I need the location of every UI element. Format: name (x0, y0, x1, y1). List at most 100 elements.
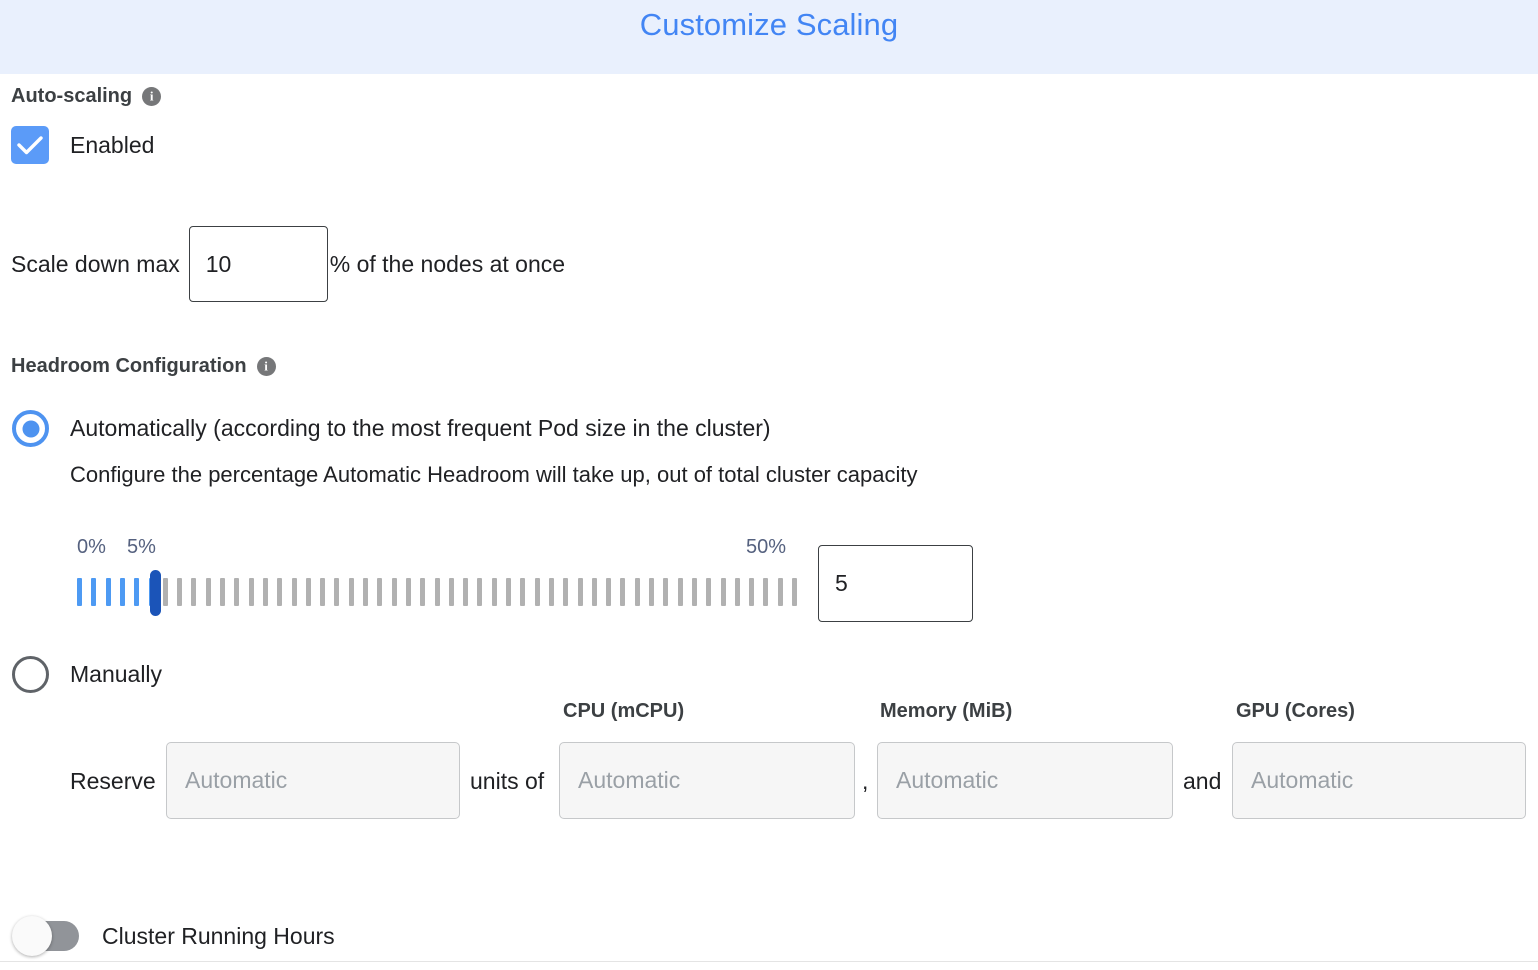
slider-tick (491, 578, 497, 606)
slider-tick (420, 578, 426, 606)
headroom-heading-label: Headroom Configuration (11, 355, 247, 377)
radio-option-manual[interactable]: Manually (12, 656, 162, 693)
info-icon-glyph: i (149, 88, 154, 104)
scale-down-max-label: Scale down max (11, 250, 180, 277)
slider-tick (763, 578, 769, 606)
slider-tick (119, 578, 125, 606)
slider-tick (162, 578, 168, 606)
slider-tick (720, 578, 726, 606)
reserve-gpu-input[interactable]: Automatic (1232, 742, 1526, 819)
slider-tick (248, 578, 254, 606)
auto-scaling-heading-label: Auto-scaling (11, 85, 133, 107)
column-header-memory: Memory (MiB) (880, 700, 1013, 722)
info-icon[interactable]: i (256, 357, 276, 376)
slider-tick (405, 578, 411, 606)
slider-tick (448, 578, 454, 606)
cluster-running-hours-label: Cluster Running Hours (102, 922, 335, 949)
slider-tick (305, 578, 311, 606)
slider-tick (548, 578, 554, 606)
radio-automatic-indicator[interactable] (12, 410, 49, 447)
enabled-label: Enabled (70, 131, 155, 158)
slider-tick (520, 578, 526, 606)
scale-down-max-row: Scale down max 10 % of the nodes at once (11, 226, 565, 302)
reserve-label: Reserve (70, 768, 156, 794)
slider-tick (749, 578, 755, 606)
slider-tick (277, 578, 283, 606)
info-icon-glyph: i (264, 358, 268, 374)
units-of-label: units of (470, 768, 545, 794)
toggle-knob (12, 916, 52, 956)
slider-tick (234, 578, 240, 606)
slider-tick (220, 578, 225, 606)
enabled-checkbox[interactable] (11, 126, 49, 164)
slider-tick (563, 578, 569, 606)
slider-tick (792, 578, 797, 606)
cluster-running-hours-row[interactable]: Cluster Running Hours (12, 916, 335, 956)
slider-tick (706, 578, 712, 606)
radio-manual-indicator[interactable] (12, 656, 49, 693)
slider-tick (291, 578, 297, 606)
slider-tick (205, 578, 211, 606)
column-header-gpu: GPU (Cores) (1236, 700, 1355, 722)
slider-tick (363, 578, 368, 606)
slider-tick (677, 578, 683, 606)
slider-tick (634, 578, 640, 606)
cluster-running-hours-toggle[interactable] (12, 916, 79, 956)
slider-tick (105, 578, 111, 606)
auto-scaling-heading: Auto-scaling i (11, 85, 162, 108)
slider-tick (506, 578, 511, 606)
page-title: Customize Scaling (639, 7, 899, 42)
slider-tick (591, 578, 597, 606)
dialog-header: Customize Scaling (0, 0, 1538, 74)
auto-scaling-enabled-row[interactable]: Enabled (11, 126, 154, 164)
slider-handle[interactable] (149, 570, 161, 616)
slider-tick (663, 578, 669, 606)
slider-tick (134, 578, 140, 606)
reserve-memory-input[interactable]: Automatic (877, 742, 1173, 819)
headroom-percentage-input[interactable]: 5 (818, 545, 973, 622)
radio-manual-label: Manually (70, 661, 163, 687)
bottom-divider (0, 961, 1538, 962)
slider-scale-labels: 0% 5% 50% (77, 536, 812, 562)
slider-tick (577, 578, 583, 606)
info-icon[interactable]: i (142, 87, 162, 106)
slider-track[interactable] (77, 570, 806, 616)
slider-tick (620, 578, 626, 606)
scale-down-max-input[interactable]: 10 (188, 226, 328, 302)
slider-max-label: 50% (746, 536, 787, 558)
check-icon (17, 136, 43, 155)
slider-tick (463, 578, 469, 606)
slider-tick (191, 578, 197, 606)
slider-tick (734, 578, 740, 606)
slider-tick (320, 578, 326, 606)
slider-tick (691, 578, 697, 606)
reserve-units-input[interactable]: Automatic (166, 742, 460, 819)
headroom-percentage-slider[interactable]: 0% 5% 50% (77, 536, 812, 628)
scale-down-max-suffix: % of the nodes at once (329, 250, 566, 277)
slider-tick (391, 578, 397, 606)
slider-tick (606, 578, 612, 606)
slider-tick (434, 578, 440, 606)
headroom-helper-text: Configure the percentage Automatic Headr… (70, 462, 918, 487)
slider-tick (91, 578, 97, 606)
comma-separator: , (862, 768, 869, 794)
slider-tick (477, 578, 483, 606)
headroom-percentage-value-wrap: 5 (818, 545, 973, 622)
slider-tick (777, 578, 783, 606)
column-header-cpu: CPU (mCPU) (563, 700, 685, 722)
slider-tick (377, 578, 383, 606)
radio-option-automatic[interactable]: Automatically (according to the most fre… (12, 410, 771, 447)
slider-current-label: 5% (127, 536, 156, 558)
slider-tick (262, 578, 268, 606)
reserve-cpu-input[interactable]: Automatic (559, 742, 855, 819)
slider-tick (649, 578, 654, 606)
slider-tick (177, 578, 183, 606)
slider-min-label: 0% (77, 536, 106, 558)
slider-tick (534, 578, 540, 606)
headroom-configuration-heading: Headroom Configuration i (11, 355, 276, 378)
radio-automatic-label: Automatically (according to the most fre… (70, 415, 771, 441)
slider-tick (348, 578, 354, 606)
and-label: and (1183, 768, 1222, 794)
slider-tick (334, 578, 340, 606)
slider-tick (77, 578, 82, 606)
